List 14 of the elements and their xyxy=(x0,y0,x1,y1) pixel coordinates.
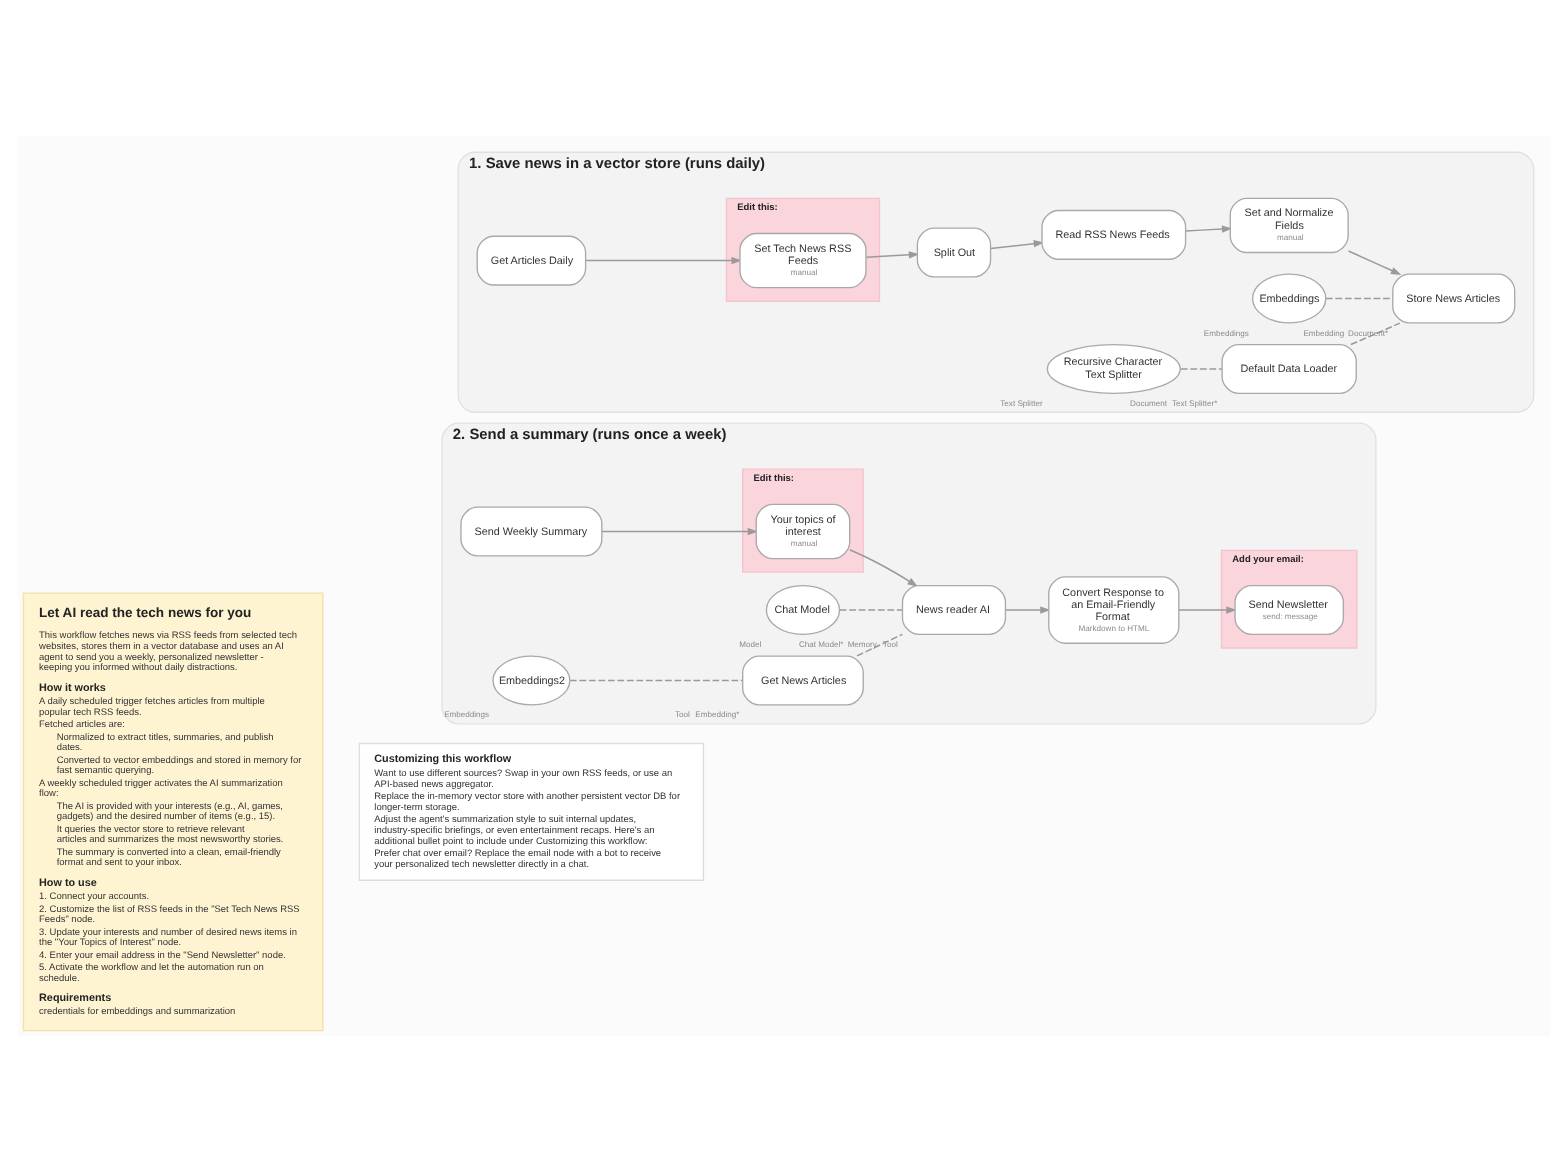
arrow xyxy=(1177,605,1236,613)
connector xyxy=(1179,367,1222,369)
arrow xyxy=(848,548,917,586)
connector xyxy=(1324,296,1393,299)
arrow xyxy=(600,526,758,535)
arrow xyxy=(1003,605,1050,613)
arrow xyxy=(1346,249,1401,274)
arrow xyxy=(988,239,1044,249)
arrow xyxy=(1184,224,1232,232)
connector xyxy=(855,632,903,656)
arrow xyxy=(584,255,741,264)
arrow xyxy=(864,250,919,258)
connector xyxy=(568,678,743,681)
connector xyxy=(838,608,902,610)
